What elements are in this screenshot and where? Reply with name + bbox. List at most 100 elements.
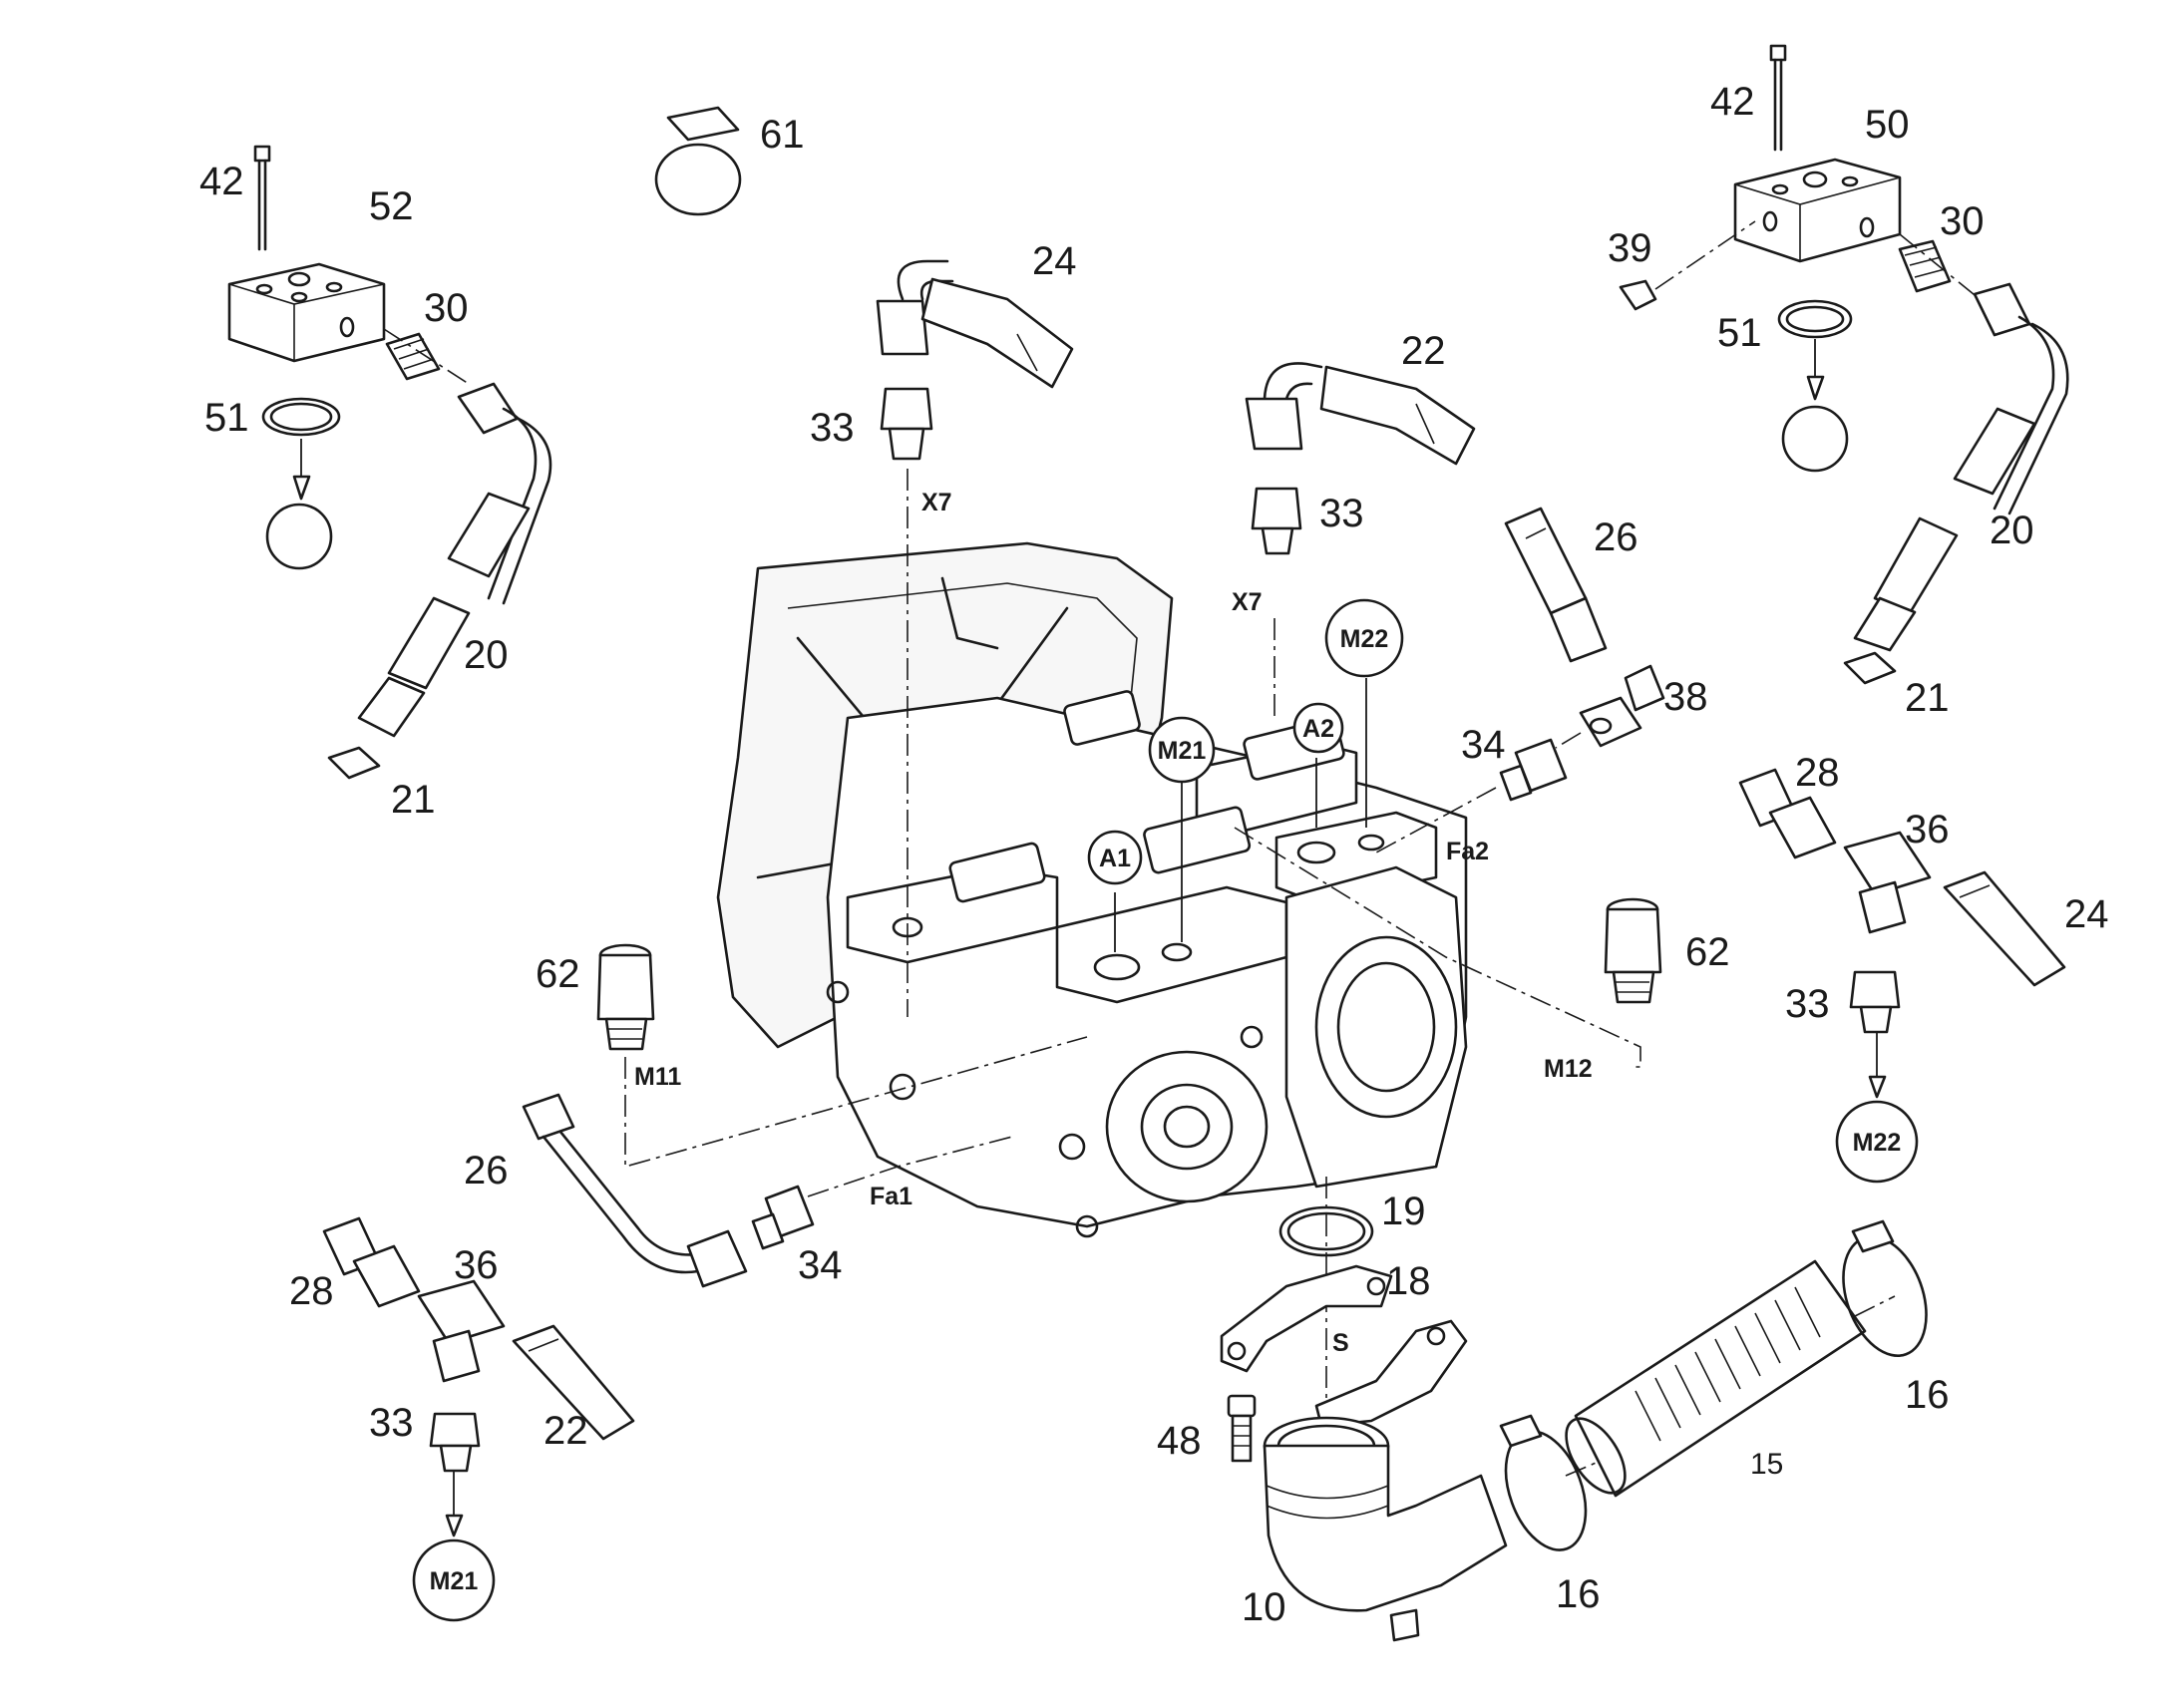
flange-clamp-icon xyxy=(1220,1264,1468,1428)
callout-33: 33 xyxy=(369,1401,414,1445)
callout-50: 50 xyxy=(1865,103,1910,147)
hydraulic-hose-icon xyxy=(357,382,552,738)
callout-20: 20 xyxy=(1990,509,2034,552)
elbow-fitting-icon xyxy=(1579,664,1665,748)
leader-m12 xyxy=(1234,827,1641,1068)
o-ring-icon xyxy=(261,397,341,437)
hydraulic-hose-icon xyxy=(512,1324,635,1441)
threaded-fitting-icon xyxy=(429,1412,481,1473)
threaded-fitting-icon xyxy=(880,387,933,461)
callout-28: 28 xyxy=(1795,751,1840,795)
callout-15: 15 xyxy=(1750,1448,1783,1481)
cap-screw-icon xyxy=(1227,1394,1257,1463)
callout-39: 39 xyxy=(1608,226,1652,270)
callout-34: 34 xyxy=(1461,723,1506,767)
callout-10: 10 xyxy=(1242,1585,1286,1629)
port-circle xyxy=(1781,405,1849,473)
port-m11: M11 xyxy=(634,1063,681,1091)
hose-clamp-icon xyxy=(1842,1219,1928,1357)
circle-m21-label: M21 xyxy=(1158,737,1207,765)
transmission-housing-icon xyxy=(716,541,1468,1238)
callout-16: 16 xyxy=(1905,1373,1950,1417)
callout-20: 20 xyxy=(464,633,509,677)
callout-33: 33 xyxy=(810,406,855,450)
hydraulic-hose-icon xyxy=(1943,870,2066,987)
hydraulic-hose-icon xyxy=(1504,507,1608,663)
port-x7: X7 xyxy=(1232,588,1263,616)
port-s: S xyxy=(1332,1329,1349,1357)
callout-33: 33 xyxy=(1785,982,1830,1026)
pressure-sensor-icon xyxy=(1604,897,1662,1004)
circle-m22 xyxy=(1835,1100,1919,1184)
callout-51: 51 xyxy=(204,396,249,440)
leader-fa1 xyxy=(807,1136,1013,1197)
callout-30: 30 xyxy=(1940,199,1985,243)
hose-end-cap-icon xyxy=(1843,651,1897,685)
port-x7: X7 xyxy=(921,489,952,516)
callout-62: 62 xyxy=(1685,930,1730,974)
elbow-pipe-icon xyxy=(1263,1416,1508,1642)
cap-screw-icon xyxy=(253,145,271,251)
hydraulic-hose-icon xyxy=(522,1093,748,1288)
callout-24: 24 xyxy=(2064,892,2109,936)
threaded-fitting-icon xyxy=(385,332,441,381)
callout-21: 21 xyxy=(391,778,436,822)
plug-icon xyxy=(1619,279,1657,311)
hose-clamp-icon xyxy=(654,106,742,216)
callout-34: 34 xyxy=(798,1243,843,1287)
callout-51: 51 xyxy=(1717,311,1762,355)
port-m12: M12 xyxy=(1544,1055,1593,1083)
callout-48: 48 xyxy=(1157,1419,1202,1463)
tee-fitting-icon xyxy=(417,1279,506,1383)
cap-screw-icon xyxy=(1769,44,1787,152)
leader-m11 xyxy=(624,1036,1088,1169)
circle-a2-label: A2 xyxy=(1302,715,1334,743)
callout-28: 28 xyxy=(289,1269,334,1313)
callout-22: 22 xyxy=(1401,329,1446,373)
threaded-fitting-icon xyxy=(1251,487,1302,555)
callout-42: 42 xyxy=(199,160,244,203)
corrugated-hose-icon xyxy=(1565,1259,1867,1498)
hydraulic-hose-icon xyxy=(1245,362,1476,466)
callout-19: 19 xyxy=(1381,1190,1426,1233)
hose-end-cap-icon xyxy=(327,746,381,780)
circle-m22-label: M22 xyxy=(1853,1129,1902,1157)
callout-21: 21 xyxy=(1905,676,1950,720)
threaded-fitting-icon xyxy=(751,1185,815,1250)
leader-fa2 xyxy=(1375,787,1497,854)
port-circle xyxy=(265,503,333,570)
circle-a2 xyxy=(1292,702,1344,754)
threaded-fitting-icon xyxy=(1849,970,1901,1034)
callout-26: 26 xyxy=(1594,515,1638,559)
callout-42: 42 xyxy=(1710,80,1755,124)
valve-block-icon xyxy=(227,262,386,363)
callout-52: 52 xyxy=(369,184,414,228)
circle-a1-label: A1 xyxy=(1099,845,1131,872)
callout-33: 33 xyxy=(1319,492,1364,535)
threaded-fitting-icon xyxy=(1738,768,1837,859)
callout-26: 26 xyxy=(464,1149,509,1193)
tee-fitting-icon xyxy=(1843,831,1932,934)
circle-m22 xyxy=(1324,598,1404,678)
circle-m21 xyxy=(1148,716,1216,784)
callout-24: 24 xyxy=(1032,239,1077,283)
port-fa2: Fa2 xyxy=(1446,838,1489,865)
circle-a1 xyxy=(1087,830,1143,885)
threaded-fitting-icon xyxy=(1898,239,1952,293)
callout-22: 22 xyxy=(544,1409,588,1453)
callout-36: 36 xyxy=(1905,808,1950,852)
callout-30: 30 xyxy=(424,286,469,330)
o-ring-icon xyxy=(1278,1205,1374,1257)
pressure-sensor-icon xyxy=(596,943,655,1051)
callout-16: 16 xyxy=(1556,1572,1601,1616)
callout-18: 18 xyxy=(1386,1259,1431,1303)
threaded-fitting-icon xyxy=(322,1216,421,1308)
hydraulic-hose-icon xyxy=(876,259,1074,389)
callout-38: 38 xyxy=(1663,675,1708,719)
circle-m21 xyxy=(412,1538,496,1622)
circle-m21-label: M21 xyxy=(430,1567,479,1595)
threaded-fitting-icon xyxy=(1499,738,1568,802)
callout-61: 61 xyxy=(760,113,805,157)
circle-m22-label: M22 xyxy=(1340,625,1389,653)
